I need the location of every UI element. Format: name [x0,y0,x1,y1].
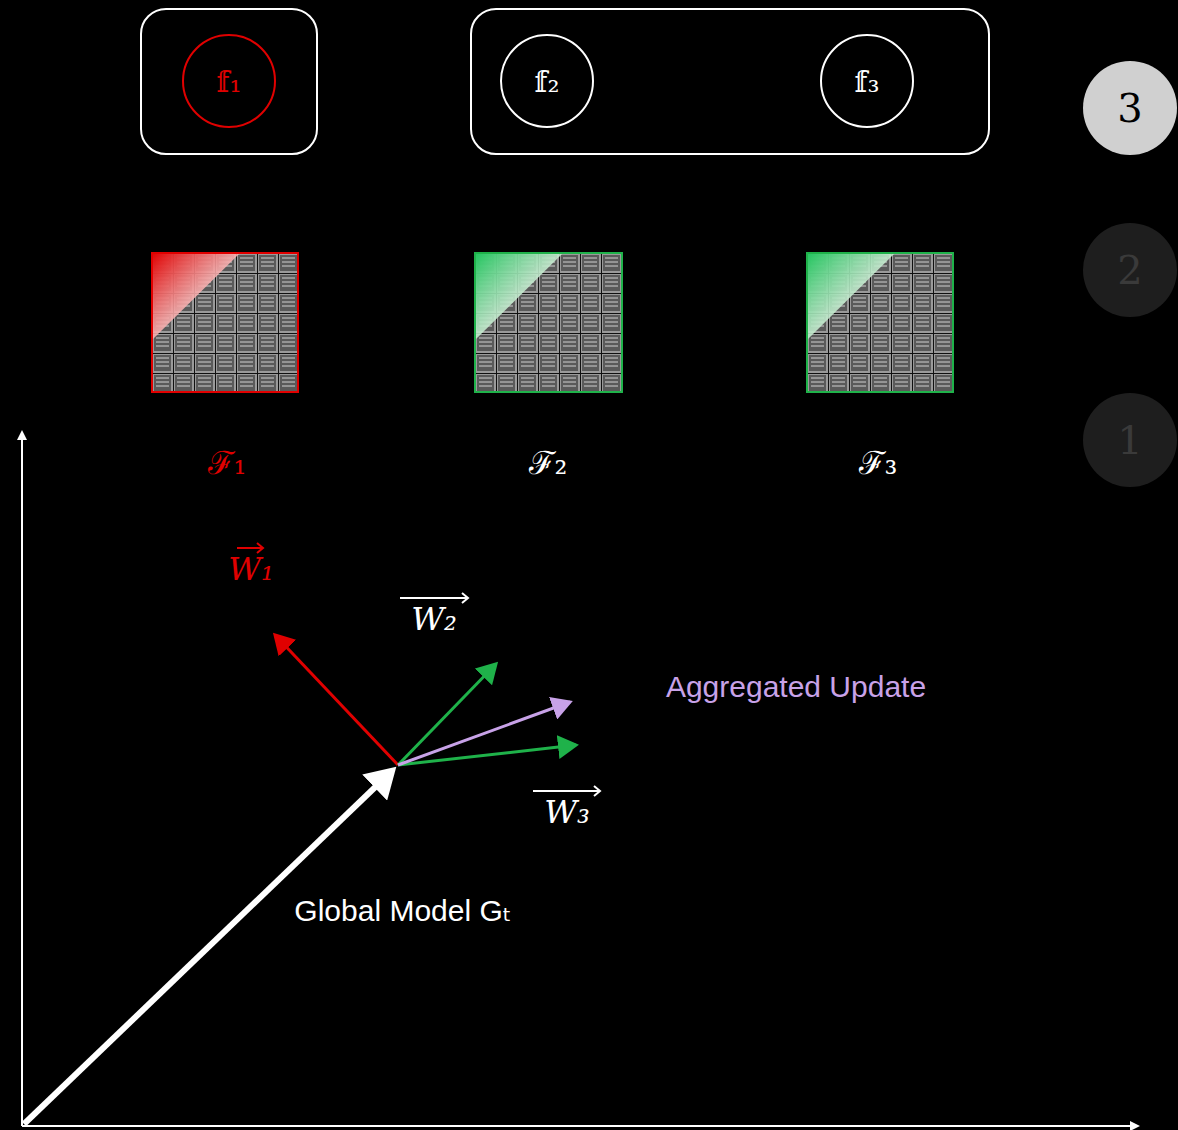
matrix-label: ℱ₁ [208,440,247,483]
update-vector [275,635,398,765]
global-vector [24,771,392,1124]
circle-node: 𝕗₁ [182,34,276,128]
circle-node: 𝕗₂ [500,34,594,128]
node-label: 3 [1117,85,1142,131]
node-label: 1 [1117,417,1142,463]
update-vector [398,664,496,765]
matrix-image [475,253,622,392]
circle-node: 3 [1082,60,1178,156]
circle-node: 2 [1082,222,1178,318]
vector-label: Global Model Gₜ [294,893,511,928]
vector-accent [237,543,600,796]
matrix-label: ℱ₂ [529,440,568,483]
node-label: 𝕗₂ [535,64,560,99]
aggregated-vector [398,702,570,765]
axis [21,432,23,1126]
group-box: 𝕗₁ [140,8,318,155]
node-label: 𝕗₃ [855,64,880,99]
vector-label: W₂ [411,600,457,638]
circle-node: 𝕗₃ [820,34,914,128]
matrix-image [807,253,953,392]
node-label: 𝕗₁ [217,64,242,99]
vector-label: W₃ [544,793,590,831]
matrix-label: ℱ₃ [859,440,898,483]
vector-label: Aggregated Update [666,670,926,704]
group-box: 𝕗₂ 𝕗₃ [470,8,990,155]
matrix-image [152,253,298,392]
vector-label: W₁ [228,550,274,588]
axis [22,1125,1138,1127]
circle-node: 1 [1082,392,1178,488]
node-label: 2 [1117,247,1142,293]
